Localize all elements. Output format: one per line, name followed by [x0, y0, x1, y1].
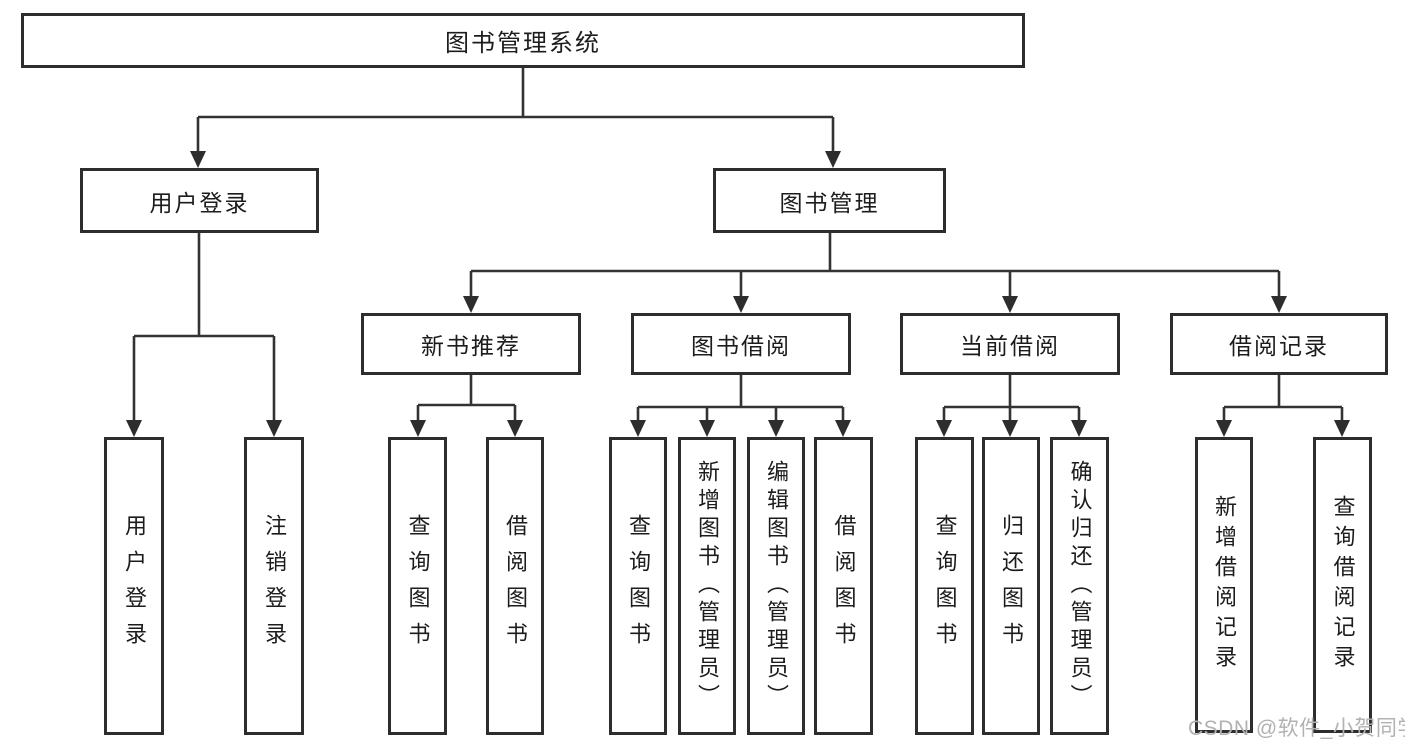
leaf-add-books-admin-label: 新增图书（管理员） [695, 460, 720, 712]
node-user-login-label: 用户登录 [149, 189, 250, 216]
leaf-user-login-label: 用户登录 [122, 514, 147, 658]
connector-current-borrow-children [936, 375, 1087, 437]
leaf-add-borrow-record: 新增借阅记录 [1195, 437, 1253, 733]
connector-root-to-level2 [190, 68, 841, 168]
leaf-borrow-books-label: 借阅图书 [831, 514, 857, 658]
node-borrow-records: 借阅记录 [1170, 313, 1388, 375]
connector-book-mgmt-children [463, 233, 1287, 313]
node-book-mgmt: 图书管理 [713, 168, 946, 233]
leaf-edit-books-admin: 编辑图书（管理员） [747, 437, 805, 735]
leaf-add-borrow-record-label: 新增借阅记录 [1212, 495, 1237, 675]
node-book-borrow-label: 图书借阅 [691, 333, 791, 359]
connector-book-borrow-children [630, 375, 851, 437]
node-user-login: 用户登录 [80, 168, 319, 233]
leaf-new-borrow-books: 借阅图书 [486, 437, 544, 735]
leaf-confirm-return-admin-label: 确认归还（管理员） [1067, 460, 1093, 712]
connector-user-login-children [126, 233, 282, 437]
leaf-new-query-books: 查询图书 [388, 437, 447, 735]
leaf-borrow-books: 借阅图书 [814, 437, 873, 735]
leaf-borrow-query-books: 查询图书 [609, 437, 667, 735]
leaf-new-query-books-label: 查询图书 [405, 514, 431, 658]
connector-borrow-records-children [1216, 375, 1350, 437]
node-new-books: 新书推荐 [361, 313, 581, 375]
leaf-borrow-query-books-label: 查询图书 [626, 514, 651, 658]
node-current-borrow: 当前借阅 [900, 313, 1120, 375]
leaf-add-books-admin: 新增图书（管理员） [678, 437, 736, 735]
node-book-borrow: 图书借阅 [631, 313, 851, 375]
connector-new-books-children [410, 375, 523, 437]
leaf-edit-books-admin-label: 编辑图书（管理员） [764, 460, 789, 712]
leaf-return-books-label: 归还图书 [999, 514, 1024, 658]
leaf-user-login: 用户登录 [104, 437, 164, 735]
node-borrow-records-label: 借阅记录 [1229, 333, 1329, 359]
leaf-query-borrow-record-label: 查询借阅记录 [1330, 495, 1356, 675]
leaf-new-borrow-books-label: 借阅图书 [503, 514, 528, 658]
csdn-watermark: CSDN @软件_小贺同学 [1188, 717, 1405, 740]
leaf-current-query-books: 查询图书 [915, 437, 974, 735]
leaf-logout-label: 注销登录 [262, 514, 287, 658]
leaf-query-borrow-record: 查询借阅记录 [1313, 437, 1372, 733]
node-root-label: 图书管理系统 [445, 30, 601, 57]
leaf-logout: 注销登录 [244, 437, 304, 735]
node-new-books-label: 新书推荐 [421, 333, 521, 359]
leaf-current-query-books-label: 查询图书 [932, 514, 958, 658]
node-root: 图书管理系统 [21, 13, 1025, 68]
leaf-confirm-return-admin: 确认归还（管理员） [1050, 437, 1109, 735]
leaf-return-books: 归还图书 [982, 437, 1040, 735]
node-current-borrow-label: 当前借阅 [960, 333, 1060, 359]
node-book-mgmt-label: 图书管理 [779, 189, 880, 216]
